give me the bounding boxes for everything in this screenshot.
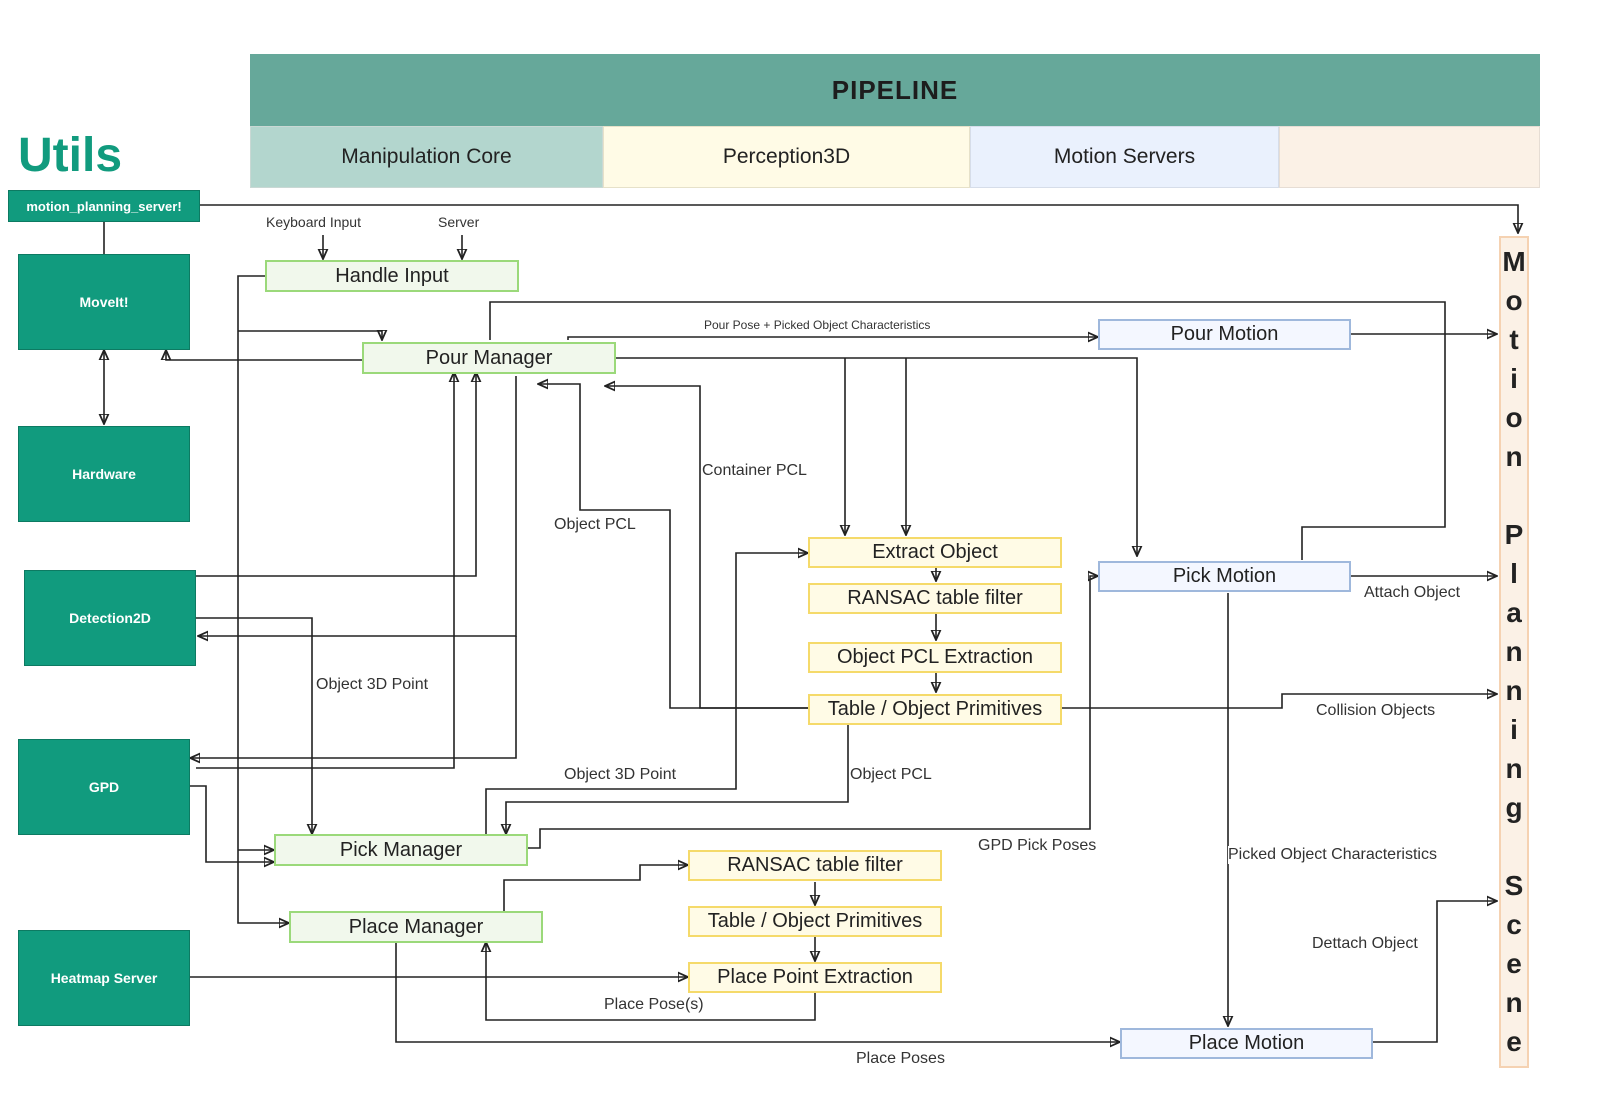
pipeline-title-bar: PIPELINE <box>250 54 1540 126</box>
scene-letter: e <box>1506 1026 1522 1057</box>
place-manager-node: Place Manager <box>289 911 543 943</box>
pipeline-title: PIPELINE <box>831 74 959 105</box>
scene-letter: e <box>1506 948 1522 979</box>
detection2d-box: Detection2D <box>24 570 196 666</box>
node-label: Place Manager <box>348 915 484 938</box>
lane-manipulation-core: Manipulation Core <box>250 126 603 188</box>
edge-label-server: Server <box>438 214 480 230</box>
edge-label-object-pcl-2: Object PCL <box>850 766 932 783</box>
edge-label-gpd-pick-poses: GPD Pick Poses <box>978 837 1097 854</box>
table-object-primitives-node: Table / Object Primitives <box>808 694 1062 725</box>
edge-label-pour-pose: Pour Pose + Picked Object Characteristic… <box>704 318 931 332</box>
scene-letter: o <box>1505 285 1523 316</box>
utils-title: Utils <box>18 129 123 182</box>
util-label: Hardware <box>72 466 136 482</box>
place-motion-node: Place Motion <box>1120 1028 1373 1059</box>
edge-label-place-poses-1: Place Pose(s) <box>604 996 704 1013</box>
gpd-box: GPD <box>18 739 190 835</box>
node-label: Extract Object <box>872 541 998 563</box>
table-object-primitives-node-2: Table / Object Primitives <box>688 906 942 937</box>
scene-letter: M <box>1502 246 1526 277</box>
lane-extra <box>1279 126 1540 188</box>
util-label: GPD <box>88 779 120 795</box>
node-label: Pour Manager <box>425 346 553 369</box>
scene-letter: g <box>1505 792 1523 823</box>
edge-label-container-pcl: Container PCL <box>702 462 807 479</box>
node-label: Object PCL Extraction <box>836 646 1033 668</box>
pick-manager-node: Pick Manager <box>274 834 528 866</box>
node-label: RANSAC table filter <box>727 854 903 876</box>
scene-letter: t <box>1509 324 1519 355</box>
motion-planning-server-box: motion_planning_server! <box>8 190 200 222</box>
edge-label-picked-object-characteristics: Picked Object Characteristics <box>1228 846 1437 864</box>
scene-letter: n <box>1505 753 1523 784</box>
scene-letter: P <box>1504 519 1524 550</box>
pour-manager-node: Pour Manager <box>362 342 616 374</box>
ransac-table-filter-node: RANSAC table filter <box>808 583 1062 614</box>
scene-letter: n <box>1505 675 1523 706</box>
lane-label: Motion Servers <box>1053 145 1196 168</box>
pick-motion-node: Pick Motion <box>1098 561 1351 592</box>
lane-perception3d: Perception3D <box>603 126 970 188</box>
handle-input-node: Handle Input <box>265 260 519 292</box>
edge-label-object-pcl: Object PCL <box>554 516 636 533</box>
util-label: Detection2D <box>69 610 151 626</box>
node-label: Place Motion <box>1188 1032 1305 1054</box>
node-label: Place Point Extraction <box>717 966 913 988</box>
scene-letter: i <box>1510 363 1518 394</box>
hardware-box: Hardware <box>18 426 190 522</box>
motion-planning-scene-column: M o t i o n P l a n n i n g S c e n e <box>1499 236 1529 1068</box>
pour-motion-node: Pour Motion <box>1098 319 1351 350</box>
place-point-extraction-node: Place Point Extraction <box>688 962 942 993</box>
lane-label: Manipulation Core <box>341 145 512 168</box>
node-label: Pour Motion <box>1170 323 1279 345</box>
node-label: Table / Object Primitives <box>707 910 923 932</box>
lane-motion-servers: Motion Servers <box>970 126 1279 188</box>
object-pcl-extraction-node: Object PCL Extraction <box>808 642 1062 673</box>
scene-letter: i <box>1510 714 1518 745</box>
scene-letter: n <box>1505 987 1523 1018</box>
edge-label-object-3d-point-2: Object 3D Point <box>564 766 677 783</box>
scene-letter: a <box>1506 597 1522 628</box>
extract-object-node: Extract Object <box>808 537 1062 568</box>
scene-letter: S <box>1504 870 1524 901</box>
scene-letter: o <box>1505 402 1523 433</box>
moveit-box: MoveIt! <box>18 254 190 350</box>
edge-label-keyboard-input: Keyboard Input <box>266 214 361 230</box>
node-label: Pick Manager <box>339 838 463 861</box>
scene-letter: c <box>1506 909 1522 940</box>
edge-label-collision-objects: Collision Objects <box>1316 702 1436 719</box>
util-label: motion_planning_server! <box>26 198 182 214</box>
edge-label-object-3d-point: Object 3D Point <box>316 676 429 693</box>
edge-label-dettach-object: Dettach Object <box>1312 935 1418 952</box>
util-label: MoveIt! <box>79 294 129 310</box>
ransac-table-filter-node-2: RANSAC table filter <box>688 850 942 881</box>
lane-label: Perception3D <box>722 145 851 168</box>
scene-letter: n <box>1505 441 1523 472</box>
heatmap-server-box: Heatmap Server <box>18 930 190 1026</box>
node-label: Pick Motion <box>1172 565 1277 587</box>
node-label: RANSAC table filter <box>847 587 1023 609</box>
scene-letter: l <box>1510 558 1518 589</box>
scene-letter: n <box>1505 636 1523 667</box>
edge-label-place-poses-2: Place Poses <box>856 1050 945 1067</box>
node-label: Handle Input <box>335 264 449 287</box>
edge-label-attach-object: Attach Object <box>1364 584 1461 601</box>
util-label: Heatmap Server <box>50 970 158 986</box>
node-label: Table / Object Primitives <box>827 698 1043 720</box>
